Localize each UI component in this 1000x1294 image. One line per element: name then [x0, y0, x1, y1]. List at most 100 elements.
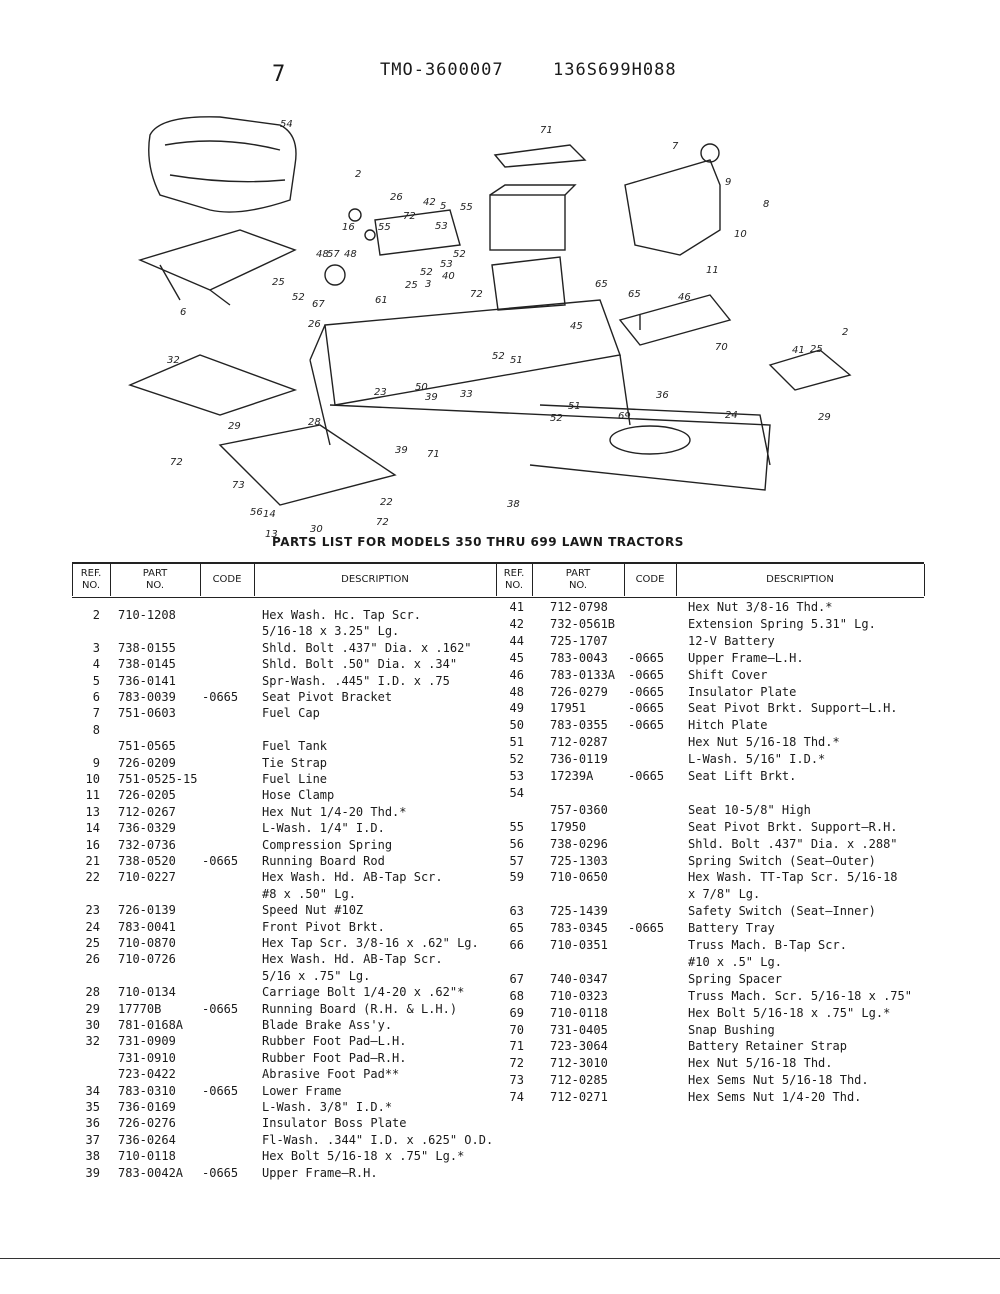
ref-cell: 16: [85, 837, 100, 852]
ref-cell: 44: [509, 633, 524, 648]
ref-cell: 52: [509, 752, 524, 767]
callout: 46: [678, 292, 691, 303]
model-code: TMO-3600007: [380, 60, 504, 80]
part-number-cell: 736-0141: [118, 673, 176, 688]
description-cell: Running Board Rod: [262, 854, 385, 868]
callout: 30: [310, 524, 323, 535]
description-cell: Hex Nut 3/8-16 Thd.*: [688, 600, 833, 614]
description-cell: Compression Spring: [262, 837, 393, 852]
part-number-cell: 732-0736: [118, 837, 176, 852]
part-number-cell: 710-0870: [118, 936, 176, 950]
ref-cell: 69: [509, 1005, 524, 1020]
part-number-cell: 783-0133A: [550, 667, 616, 682]
callout: 40: [442, 271, 455, 282]
ref-cell: 4: [92, 657, 100, 672]
part-number-cell: 751-0565: [118, 739, 176, 754]
parts-table: REF. NO. PART NO. CODE DESCRIPTION REF. …: [72, 562, 925, 1182]
part-number-cell: 783-0041: [118, 919, 176, 934]
description-cell: Shld. Bolt .437" Dia. x .288": [688, 836, 898, 851]
ref-cell: 72: [509, 1056, 524, 1071]
description-cell: Seat Pivot Bracket: [262, 690, 393, 704]
description-cell: Hex Wash. Hd. AB-Tap Scr.: [262, 870, 443, 885]
ref-cell: 35: [85, 1100, 100, 1114]
code-cell: -0665: [628, 701, 665, 716]
description-cell: Hex Wash. Hd. AB-Tap Scr.: [262, 952, 443, 967]
callout: 69: [618, 411, 631, 422]
callout: 54: [280, 119, 293, 130]
callout: 53: [435, 221, 448, 232]
part-number-cell: 17239A: [550, 769, 594, 783]
part-number-cell: 783-0310: [118, 1083, 176, 1098]
code-cell: -0665: [628, 769, 665, 783]
part-number-cell: 783-0355: [550, 718, 608, 733]
ref-cell: 63: [509, 904, 524, 919]
callout: 52: [550, 413, 563, 424]
description-cell: Rubber Foot Pad—L.H.: [262, 1034, 407, 1049]
code-cell: -0665: [628, 684, 665, 699]
description-cell: Lower Frame: [262, 1083, 342, 1098]
part-number-cell: 736-0329: [118, 821, 176, 836]
ref-cell: 21: [85, 854, 100, 868]
callout: 32: [167, 355, 180, 366]
part-number-cell: 738-0145: [118, 657, 176, 672]
seat-bracket-drawing: [137, 229, 297, 291]
ref-cell: 67: [509, 971, 524, 986]
ref-cell: 39: [85, 1165, 100, 1180]
code-cell: -0665: [628, 921, 665, 936]
code-cell: -0665: [628, 667, 665, 682]
callout: 72: [376, 517, 389, 528]
part-number-cell: 710-0118: [550, 1005, 608, 1020]
callout: 24: [725, 410, 738, 421]
part-number-cell: 740-0347: [550, 971, 608, 986]
ref-cell: 2: [92, 608, 100, 622]
description-cell: Front Pivot Brkt.: [262, 919, 385, 934]
callout: 25: [405, 280, 418, 291]
description-cell: Safety Switch (Seat—Inner): [688, 904, 876, 919]
col-code-header: CODE: [212, 574, 242, 585]
part-number-cell: 731-0405: [550, 1022, 608, 1037]
description-cell: Fuel Cap: [262, 706, 320, 721]
description-cell: Seat Pivot Brkt. Support—R.H.: [688, 819, 898, 834]
parts-list-title: PARTS LIST FOR MODELS 350 THRU 699 LAWN …: [272, 535, 684, 549]
col-part-header-right: PART NO.: [565, 568, 591, 591]
callout: 52: [420, 267, 433, 278]
ref-cell: 8: [92, 722, 100, 737]
battery-strap-drawing: [493, 144, 587, 168]
callout: 13: [265, 529, 278, 540]
description-cell: Blade Brake Ass'y.: [262, 1018, 393, 1032]
part-number-cell: 725-1303: [550, 853, 608, 868]
callout: 25: [272, 277, 285, 288]
part-number-cell: 712-0798: [550, 600, 608, 614]
description-cell: Hex Nut 1/4-20 Thd.*: [262, 804, 407, 819]
battery-tray-drawing: [491, 256, 566, 311]
callout: 7: [672, 141, 679, 152]
ref-cell: 73: [509, 1073, 524, 1088]
page-number: 7: [272, 62, 286, 87]
foot-pad-left-drawing: [128, 354, 298, 416]
part-number-cell: 783-0039: [118, 690, 176, 704]
callout: 50: [415, 382, 428, 393]
part-number-cell: 712-0271: [550, 1090, 608, 1105]
description-cell: 5/16-18 x 3.25" Lg.: [262, 624, 400, 639]
callout: 22: [380, 497, 393, 508]
part-number-cell: 726-0139: [118, 903, 176, 918]
callout: 14: [263, 509, 276, 520]
part-number-cell: 732-0561B: [550, 616, 616, 631]
description-cell: Tie Strap: [262, 755, 328, 770]
ref-cell: 30: [85, 1018, 100, 1032]
ref-cell: 3: [92, 640, 100, 655]
ref-cell: 51: [509, 735, 524, 750]
fuel-tank-drawing: [624, 159, 721, 256]
description-cell: Snap Bushing: [688, 1022, 775, 1037]
part-number-cell: 781-0168A: [118, 1018, 184, 1032]
code-cell: -0665: [202, 1165, 239, 1180]
callout: 71: [540, 125, 553, 136]
shift-cover-drawing: [618, 294, 732, 346]
ref-cell: 38: [85, 1149, 100, 1164]
ref-cell: 13: [85, 804, 100, 819]
description-cell: Seat Lift Brkt.: [688, 769, 797, 783]
description-cell: Spring Switch (Seat—Outer): [688, 853, 876, 868]
description-cell: #10 x .5" Lg.: [688, 954, 782, 969]
code-cell: -0665: [628, 718, 665, 733]
part-number-cell: 736-0119: [550, 752, 608, 767]
